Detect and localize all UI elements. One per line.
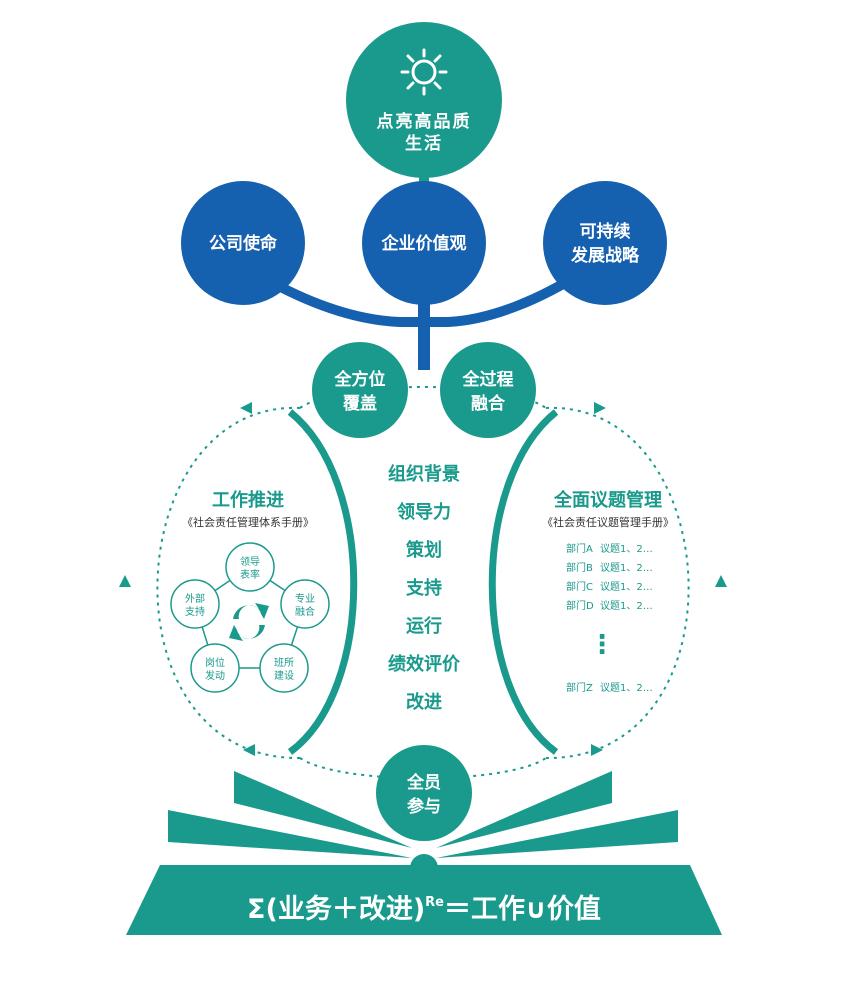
node-label: 专业 — [295, 592, 315, 605]
arrow-left-bottom — [243, 744, 255, 756]
node-label: 建设 — [274, 669, 294, 682]
mission-label: 公司使命 — [209, 233, 278, 254]
dept-label: 部门C — [566, 580, 593, 593]
node-label: 支持 — [185, 605, 205, 618]
node-leadership — [225, 542, 275, 592]
topic-label: 议题1、2… — [600, 581, 653, 593]
node-team-building — [259, 643, 309, 693]
top-circle-line2: 生活 — [405, 133, 443, 154]
arrow-right-top — [594, 402, 606, 414]
mission-circle — [181, 181, 305, 305]
formula-rest: ＝工作∪价值 — [444, 894, 601, 925]
top-circle-line1: 点亮高品质 — [377, 111, 472, 132]
center-list-item: 运行 — [406, 615, 442, 637]
strategy-label-line1: 可持续 — [580, 221, 631, 242]
node-professional — [280, 579, 330, 629]
strategy-circle — [543, 181, 667, 305]
center-list: 组织背景 领导力 策划 支持 运行 绩效评价 改进 — [388, 463, 461, 713]
right-panel-title: 全面议题管理 — [553, 489, 662, 511]
node-label: 岗位 — [205, 656, 225, 669]
right-solid-arc — [488, 409, 559, 755]
dept-label: 部门A — [566, 542, 593, 555]
formula-banner — [126, 865, 722, 935]
node-label: 融合 — [295, 605, 315, 618]
center-list-item: 支持 — [405, 577, 442, 599]
left-panel-title: 工作推进 — [212, 489, 284, 511]
node-label: 外部 — [185, 592, 205, 605]
node-label: 发动 — [205, 669, 225, 682]
arrow-right-side — [715, 575, 727, 587]
node-label: 领导 — [240, 555, 260, 568]
book-right-page-upper — [436, 771, 612, 848]
dept-label: 部门D — [566, 599, 594, 612]
participation-line2: 参与 — [407, 796, 441, 817]
arrow-left-side — [119, 575, 131, 587]
left-dotted-loop — [156, 406, 301, 760]
center-list-item: 绩效评价 — [388, 653, 461, 675]
strategy-label-line2: 发展战略 — [570, 245, 640, 266]
topic-label: 议题1、2… — [600, 562, 653, 574]
left-panel-subtitle: 《社会责任管理体系手册》 — [182, 515, 314, 529]
values-circle — [362, 181, 486, 305]
topic-label: 议题1、2… — [600, 543, 653, 555]
refresh-cycle-icon — [229, 603, 269, 641]
top-circle — [346, 22, 502, 178]
topic-label: 议题1、2… — [600, 682, 653, 694]
node-position — [190, 643, 240, 693]
participation-circle — [376, 745, 472, 841]
sun-icon — [400, 48, 448, 96]
dept-label: 部门Z — [566, 681, 593, 694]
formula-main: Σ(业务＋改进) — [247, 894, 425, 925]
vertical-ellipsis: ⋮ — [589, 630, 615, 660]
left-solid-arc — [287, 409, 358, 755]
coverage-line2: 覆盖 — [343, 393, 377, 414]
integration-line1: 全过程 — [462, 369, 514, 390]
book-spine — [410, 854, 438, 882]
book-right-page-lower — [436, 810, 678, 858]
formula-text: Σ(业务＋改进)Re＝工作∪价值 — [247, 894, 601, 925]
arrow-left-top — [240, 402, 252, 414]
formula-superscript: Re — [425, 895, 444, 910]
right-dotted-loop — [545, 406, 690, 760]
node-label: 班所 — [274, 657, 294, 669]
integration-circle — [440, 342, 536, 438]
node-external — [170, 579, 220, 629]
values-label: 企业价值观 — [381, 233, 467, 254]
book-left-page-lower — [168, 810, 412, 858]
integration-line2: 融合 — [471, 393, 506, 414]
right-panel-subtitle: 《社会责任议题管理手册》 — [542, 515, 674, 529]
center-list-item: 领导力 — [397, 501, 451, 523]
book-left-page-upper — [234, 771, 412, 848]
arrow-right-bottom — [591, 744, 603, 756]
center-list-item: 改进 — [406, 691, 442, 713]
coverage-circle — [312, 342, 408, 438]
center-list-item: 组织背景 — [388, 463, 460, 485]
trunk — [418, 300, 430, 370]
dept-label: 部门B — [566, 561, 593, 574]
topic-label: 议题1、2… — [600, 600, 653, 612]
participation-line1: 全员 — [406, 772, 441, 793]
node-label: 表率 — [240, 568, 260, 581]
center-list-item: 策划 — [406, 539, 442, 561]
pentagon-nodes — [170, 542, 330, 693]
coverage-line1: 全方位 — [334, 369, 386, 390]
